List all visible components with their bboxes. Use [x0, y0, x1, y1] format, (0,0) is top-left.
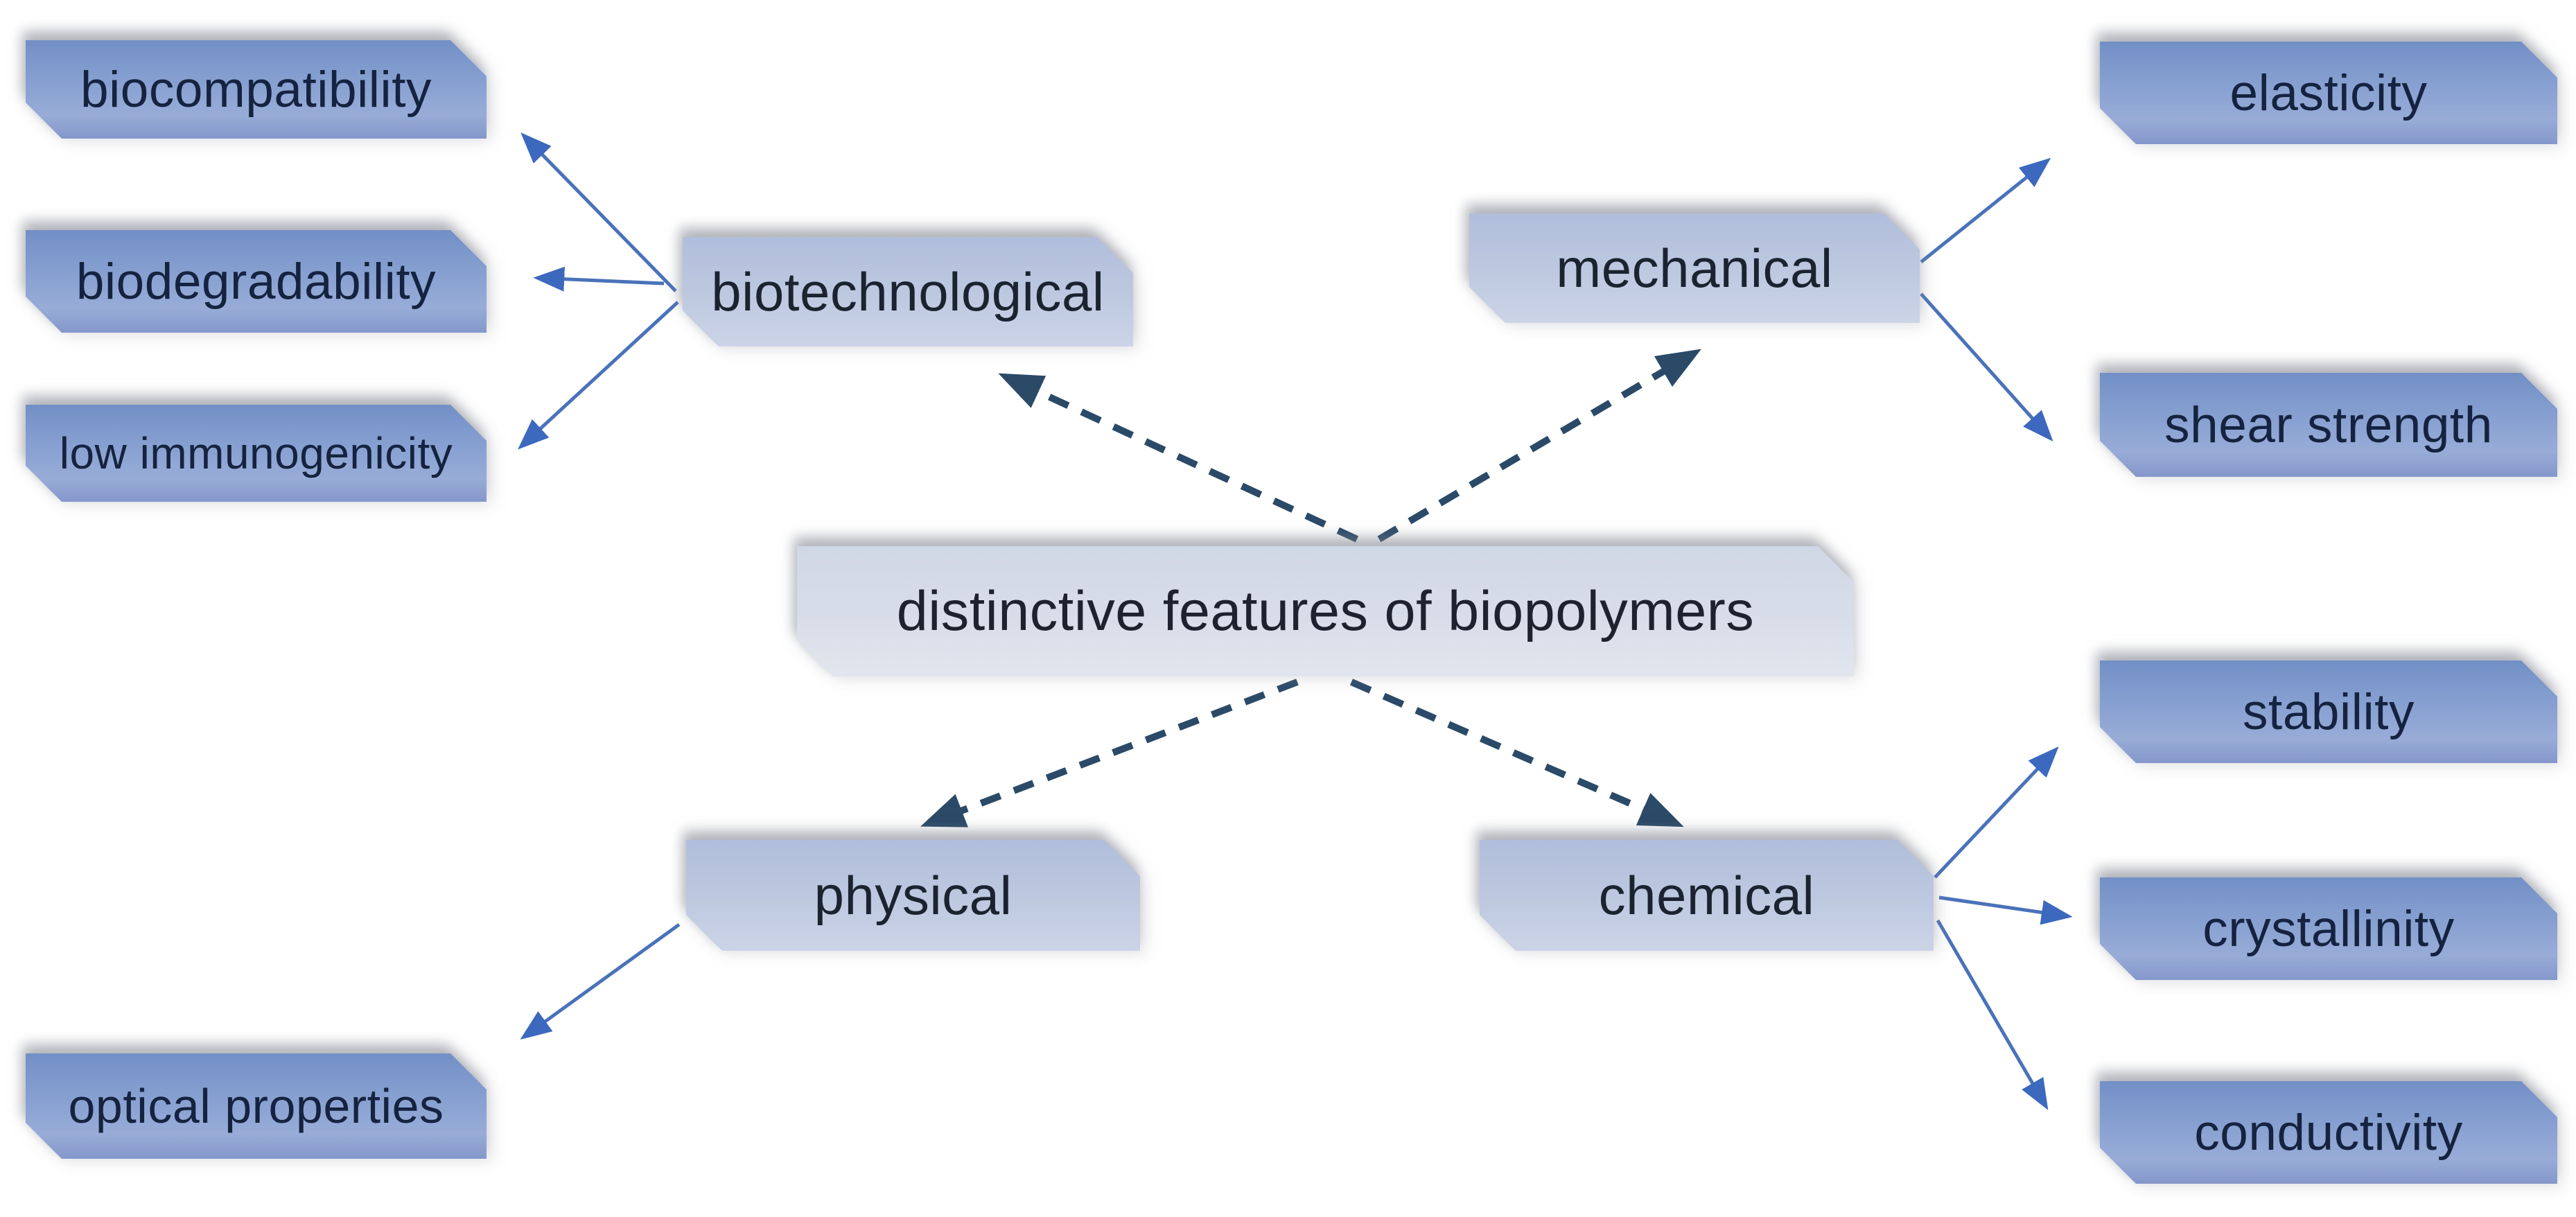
node-optical-properties: optical properties	[26, 1053, 487, 1159]
edge-center-biotechnological	[998, 373, 1359, 543]
node-elasticity-label: elasticity	[2229, 64, 2428, 121]
node-conductivity-label: conductivity	[2194, 1104, 2463, 1161]
node-biodegradability: biodegradability	[26, 230, 487, 333]
node-chemical: chemical	[1480, 840, 1934, 951]
edge-biotechnological-biocompatibility	[520, 132, 677, 292]
node-physical: physical	[686, 840, 1140, 951]
edge-mechanical-shear-strength	[1920, 292, 2053, 442]
node-chemical-label: chemical	[1598, 864, 1815, 926]
node-biotechnological: biotechnological	[683, 237, 1133, 347]
node-stability: stability	[2100, 660, 2557, 763]
node-mechanical: mechanical	[1469, 213, 1920, 323]
node-low-immunogenicity: low immunogenicity	[26, 405, 487, 502]
node-distinctive-features: distinctive features of biopolymers	[797, 546, 1854, 676]
node-biocompatibility-label: biocompatibility	[80, 61, 432, 118]
node-mechanical-label: mechanical	[1556, 237, 1833, 299]
node-shear-strength-label: shear strength	[2164, 396, 2493, 453]
edge-center-physical	[920, 678, 1299, 828]
edge-biotechnological-biodegradability	[533, 266, 665, 292]
node-crystallinity: crystallinity	[2100, 877, 2557, 980]
node-physical-label: physical	[814, 864, 1013, 926]
node-elasticity: elasticity	[2100, 42, 2557, 144]
node-shear-strength: shear strength	[2100, 373, 2557, 477]
node-optical-properties-label: optical properties	[68, 1079, 444, 1133]
node-distinctive-features-label: distinctive features of biopolymers	[896, 579, 1755, 642]
edge-mechanical-elasticity	[1920, 157, 2051, 263]
node-biotechnological-label: biotechnological	[711, 261, 1105, 322]
edge-center-mechanical	[1377, 349, 1702, 543]
edge-chemical-stability	[1934, 746, 2059, 879]
node-low-immunogenicity-label: low immunogenicity	[59, 428, 453, 478]
node-biocompatibility: biocompatibility	[26, 40, 487, 139]
node-biodegradability-label: biodegradability	[76, 253, 437, 310]
edge-chemical-crystallinity	[1938, 895, 2073, 925]
edge-biotechnological-low-immunogenicity	[518, 301, 679, 450]
node-stability-label: stability	[2243, 683, 2415, 740]
edge-chemical-conductivity	[1936, 919, 2049, 1110]
node-conductivity: conductivity	[2100, 1081, 2557, 1184]
node-crystallinity-label: crystallinity	[2202, 900, 2455, 957]
edge-physical-optical-properties	[520, 922, 681, 1040]
edge-center-chemical	[1350, 678, 1684, 828]
